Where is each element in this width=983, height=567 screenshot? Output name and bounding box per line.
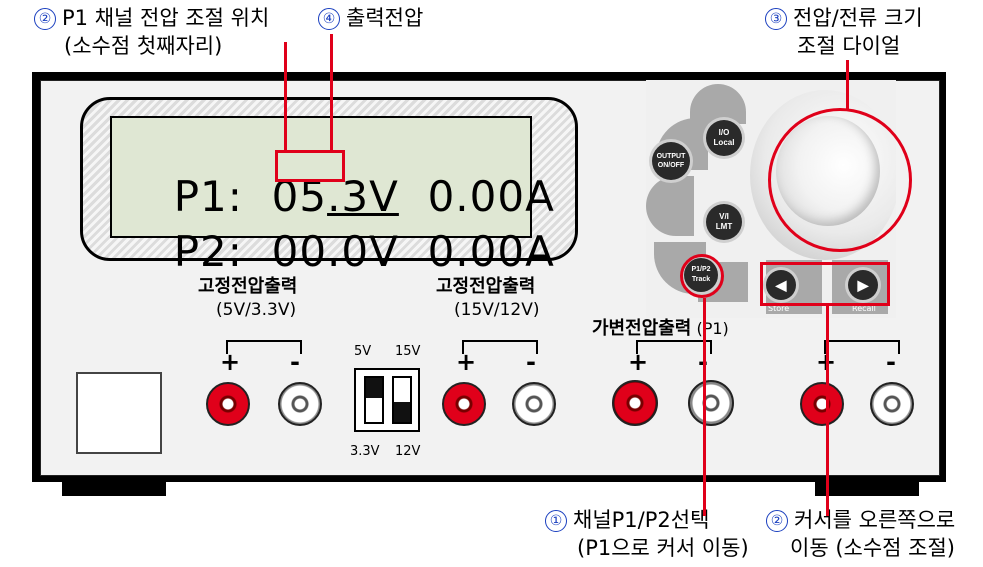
vi-btn-line2: LMT (715, 222, 733, 231)
callout-2-line1: P1 채널 전압 조절 위치 (62, 6, 270, 30)
callout-3-line2: 조절 다이얼 (797, 34, 901, 58)
display-row-p1: P1: 05.3V 0.00A (145, 125, 555, 221)
p1-current: 0.00A (427, 172, 555, 221)
left-arrow-icon: ◀ (775, 277, 787, 293)
number-circle: ② (34, 8, 56, 30)
leader-line-3 (846, 60, 849, 110)
variable-output-label: 가변전압출력 (P1) (592, 314, 729, 340)
polarity-bracket (824, 340, 900, 354)
callout-3-line1: 전압/전류 크기 (793, 6, 923, 30)
minus-sign: - (526, 348, 536, 376)
io-local-button[interactable]: I/O Local (706, 120, 742, 156)
store-label: Store (768, 304, 790, 313)
callout-1-line2: (P1으로 커서 이동) (577, 536, 749, 560)
variable-positive-terminal[interactable] (612, 380, 658, 426)
leader-line-2-bottom (826, 306, 829, 516)
fixed2-negative-terminal[interactable] (512, 382, 556, 426)
dip-switch-left[interactable] (364, 376, 384, 424)
switch-label-12v: 12V (395, 444, 421, 459)
plus-sign: + (220, 348, 241, 376)
callout-3: ③ 전압/전류 크기 조절 다이얼 (765, 4, 923, 60)
io-btn-line2: Local (713, 138, 735, 147)
output-onoff-button[interactable]: OUTPUT ON/OFF (652, 142, 690, 180)
variable-output-title: 가변전압출력 (592, 318, 692, 339)
callout-1: ① 채널P1/P2선택 (P1으로 커서 이동) (545, 506, 749, 562)
minus-sign: - (698, 348, 708, 376)
number-circle: ② (766, 510, 788, 532)
fixed1-positive-terminal[interactable] (206, 382, 250, 426)
polarity-bracket (226, 340, 302, 354)
cursor-left-button[interactable]: ◀ (766, 270, 796, 300)
number-circle: ④ (318, 8, 340, 30)
fixed-output-2-title: 고정전압출력 (436, 276, 536, 297)
p2-channel: P2: (173, 227, 243, 276)
switch-label-3v3: 3.3V (350, 444, 380, 459)
polarity-bracket (462, 340, 538, 354)
variable-negative-terminal[interactable] (688, 380, 734, 426)
minus-sign: - (290, 348, 300, 376)
callout-1-line1: 채널P1/P2선택 (573, 508, 710, 532)
plus-sign: + (456, 348, 477, 376)
variable2-negative-terminal[interactable] (870, 382, 914, 426)
switch-label-5v: 5V (354, 344, 372, 359)
left-foot (62, 478, 166, 496)
fixed-output-1-title: 고정전압출력 (198, 276, 298, 297)
p1-channel: P1: (173, 172, 243, 221)
io-btn-line1: I/O (718, 128, 730, 137)
leader-line-2-top (284, 42, 287, 150)
p2-current: 0.00A (427, 227, 555, 276)
p2-voltage: 00.0V (271, 227, 399, 276)
leader-line-1 (703, 298, 706, 516)
vi-btn-line1: V/I (719, 212, 729, 221)
callout-2-line2: (소수점 첫째자리) (64, 34, 223, 58)
callout-4: ④ 출력전압 (318, 4, 423, 32)
dial-highlight-circle (768, 108, 912, 252)
vi-lmt-button[interactable]: V/I LMT (706, 204, 742, 240)
variable2-positive-terminal[interactable] (800, 382, 844, 426)
callout-2-bottom: ② 커서를 오른쪽으로 이동 (소수점 조절) (766, 506, 955, 562)
number-circle: ③ (765, 8, 787, 30)
arc-segment (646, 176, 694, 236)
callout-2b-line2: 이동 (소수점 조절) (790, 536, 955, 560)
output-btn-line1: OUTPUT (656, 153, 686, 160)
voltage-dip-switch[interactable] (354, 368, 420, 432)
fixed2-positive-terminal[interactable] (442, 382, 486, 426)
cursor-arrow-highlight (760, 262, 890, 306)
switch-label-15v: 15V (395, 344, 421, 359)
callout-4-line1: 출력전압 (346, 6, 424, 30)
fixed1-negative-terminal[interactable] (278, 382, 322, 426)
callout-2b-line1: 커서를 오른쪽으로 (794, 508, 956, 532)
fixed-output-1-sub: (5V/3.3V) (216, 300, 297, 320)
plus-sign: + (628, 348, 649, 376)
recall-label: Recall (852, 304, 876, 313)
display-row-p2: P2: 00.0V 0.00A (145, 180, 555, 276)
lcd-display (110, 116, 532, 238)
power-switch[interactable] (76, 372, 162, 454)
cursor-digit-highlight (275, 150, 345, 182)
p1p2-button-highlight (680, 254, 724, 298)
fixed-output-2-sub: (15V/12V) (454, 300, 540, 320)
polarity-bracket (636, 340, 712, 354)
cursor-right-button[interactable]: ▶ (848, 270, 878, 300)
right-foot (815, 478, 919, 496)
dip-switch-right[interactable] (392, 376, 412, 424)
number-circle: ① (545, 510, 567, 532)
callout-2-top: ② P1 채널 전압 조절 위치 (소수점 첫째자리) (34, 4, 269, 60)
variable-output-sub: (P1) (696, 319, 729, 338)
minus-sign: - (886, 348, 896, 376)
right-arrow-icon: ▶ (857, 277, 869, 293)
arc-segment (690, 84, 746, 124)
output-btn-line2: ON/OFF (657, 162, 685, 169)
leader-line-4 (330, 34, 333, 150)
